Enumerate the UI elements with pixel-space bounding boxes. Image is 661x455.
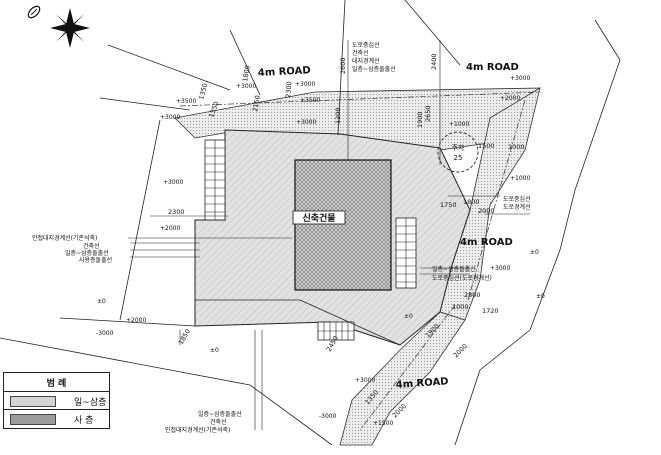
dim-12: 1800 (463, 198, 480, 206)
north-mark-icon (27, 5, 41, 19)
callout-left-3: 사용층돌출선 (79, 256, 112, 264)
dim-9: 1000 (508, 143, 525, 151)
callout-top-1: 건축선 (352, 49, 369, 57)
elev-18: -3000 (96, 330, 114, 337)
elev-22: ±0 (404, 313, 413, 320)
callout-bottom-1: 건축선 (210, 418, 227, 426)
callout-top-2: 대지경계선 (352, 57, 380, 65)
legend-box: 범 례 일~삼층 사 층 (3, 372, 110, 429)
elev-4: +3000 (296, 119, 316, 126)
legend-swatch-0 (10, 395, 56, 407)
building-label: 신축건물 (302, 212, 335, 224)
elev-1: +3500 (176, 98, 196, 105)
road-label-1: 4m ROAD (466, 62, 519, 73)
legend-label-1: 사 층 (74, 415, 94, 426)
elev-7: +1000 (449, 121, 469, 128)
dim-24: 2650 (424, 105, 432, 122)
stair-right (395, 217, 417, 289)
callout-left-0: 인접대지경계선(기존석축) (32, 234, 97, 242)
callout-right-lower-0: 일층~삼층돌출선 (432, 265, 476, 273)
stair-bottom (317, 321, 355, 341)
new-building (294, 159, 392, 291)
callout-left-2: 일층~삼층돌출선 (65, 249, 109, 257)
circle-label-1: 25 (454, 154, 463, 162)
elev-13: +3000 (490, 265, 510, 272)
callout-top-3: 일층~삼층돌출선 (352, 65, 396, 73)
callout-right-lower-1: 도로중심선(도로경계선) (432, 274, 492, 282)
dim-4: 2400 (430, 53, 438, 70)
elev-12: +2000 (126, 317, 146, 324)
legend-label-0: 일~삼층 (74, 397, 107, 408)
dim-11: 1750 (440, 201, 457, 209)
elev-20: +1500 (373, 420, 393, 427)
north-arrow-icon (50, 8, 90, 48)
elev-6: +2000 (500, 95, 520, 102)
elev-2: +3000 (295, 81, 315, 88)
stair-left (204, 139, 226, 221)
road-label-2: 4m ROAD (460, 237, 513, 248)
center-lines (179, 91, 541, 431)
dim-10: 1900 (416, 111, 424, 128)
dim-3: 2600 (339, 57, 347, 74)
elev-21: -3000 (319, 413, 337, 420)
elev-5: +3000 (510, 75, 530, 82)
dim-17: 1000 (452, 303, 469, 311)
parking-circle (437, 131, 479, 173)
elev-17: ±0 (210, 347, 219, 354)
dim-0: 1800 (241, 65, 252, 83)
callout-right-upper-0: 도로중심선 (503, 195, 531, 203)
elev-19: +3000 (355, 377, 375, 384)
road-label-0: 4m ROAD (258, 65, 311, 79)
dim-8: 1500 (478, 142, 495, 150)
elev-15: ±0 (536, 293, 545, 300)
callout-bottom-2: 인접대지경계선(기존석축) (165, 426, 230, 434)
elev-11: +1000 (510, 175, 530, 182)
callout-right-upper-1: 도로경계선 (503, 203, 531, 211)
dim-13: 2300 (168, 208, 185, 216)
legend-item-0: 일~삼층 (4, 391, 109, 410)
dim-1: 1350 (197, 82, 209, 100)
legend-swatch-1 (10, 413, 56, 425)
callout-bottom-0: 일층~삼층돌출선 (198, 410, 242, 418)
circle-label-0: 주차 (452, 143, 465, 152)
dim-23: 1850 (177, 328, 192, 346)
callout-top-0: 도로중심선 (352, 41, 380, 49)
elev-8: +3000 (160, 114, 180, 121)
boundary-lines (0, 0, 621, 446)
elev-14: ±0 (530, 249, 539, 256)
legend-title: 범 례 (46, 378, 67, 389)
elev-9: +3000 (163, 179, 183, 186)
dim-16: 1720 (482, 307, 499, 315)
road-label-3: 4m ROAD (395, 376, 448, 391)
elev-10: +2000 (160, 225, 180, 232)
road-bottom (339, 311, 466, 446)
legend-item-1: 사 층 (4, 409, 109, 428)
elev-0: +3000 (236, 83, 256, 90)
building-label-box (292, 210, 346, 225)
elev-16: ±0 (97, 298, 106, 305)
dim-14: 2000 (478, 207, 495, 215)
elev-3: +3500 (300, 97, 320, 104)
dim-7: 1200 (334, 107, 342, 124)
dim-2: 2300 (284, 81, 293, 98)
dim-15: 2800 (464, 291, 481, 299)
dim-6: 2150 (251, 95, 262, 113)
dim-20: 2000 (452, 342, 469, 359)
callout-left-1: 건축선 (83, 242, 100, 250)
dimension-lines (128, 40, 530, 430)
